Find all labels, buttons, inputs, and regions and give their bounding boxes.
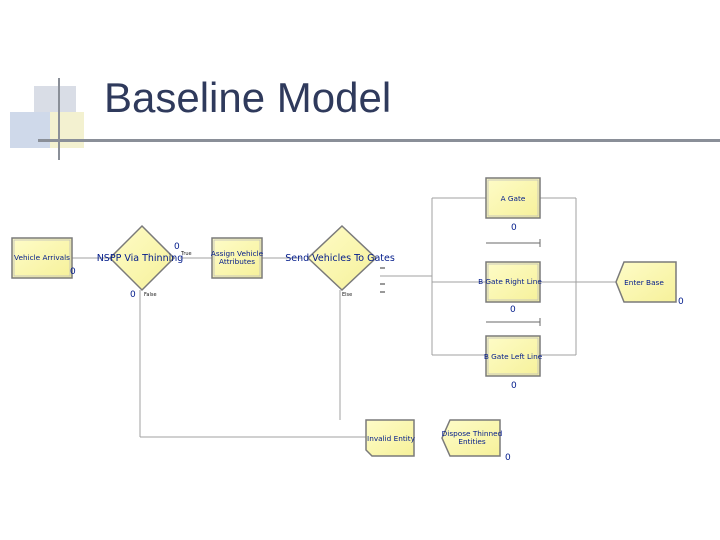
nspp-false-count: 0	[130, 290, 136, 300]
assign-attributes-module[interactable]: Assign Vehicle Attributes	[211, 237, 264, 279]
slide-decoration	[0, 0, 100, 160]
title-divider	[38, 139, 720, 142]
nspp-true-label: True	[180, 251, 192, 257]
send-else-label: Else	[342, 292, 352, 298]
invalid-entity-module[interactable]: Invalid Entity	[365, 419, 416, 457]
dispose-thinned-label-line1: Dispose Thinned	[442, 429, 503, 438]
b-gate-right-label: B Gate Right Line	[478, 277, 542, 286]
vehicle-arrivals-module[interactable]: Vehicle Arrivals	[11, 237, 73, 279]
a-gate-module[interactable]: A Gate	[485, 177, 541, 219]
invalid-entity-label: Invalid Entity	[367, 434, 416, 443]
b-gate-left-module[interactable]: B Gate Left Line	[484, 335, 543, 377]
enter-base-module[interactable]: Enter Base	[615, 261, 677, 303]
nspp-false-label: False	[144, 292, 157, 298]
nspp-label: NSPP Via Thinning	[97, 253, 184, 264]
dispose-thinned-label-line2: Entities	[458, 437, 486, 446]
send-vehicles-label: Send Vehicles To Gates	[285, 253, 395, 264]
b-gate-left-label: B Gate Left Line	[484, 352, 543, 361]
assign-label-line2: Attributes	[219, 257, 255, 266]
b-gate-right-count: 0	[510, 305, 516, 315]
enter-base-label: Enter Base	[624, 278, 664, 287]
b-gate-right-module[interactable]: B Gate Right Line	[478, 261, 542, 303]
slide-title: Baseline Model	[104, 74, 392, 121]
b-gate-left-count: 0	[511, 381, 517, 391]
nspp-true-count: 0	[174, 242, 180, 252]
send-vehicles-decision-module[interactable]: Send Vehicles To Gates	[285, 224, 395, 292]
vehicle-arrivals-label: Vehicle Arrivals	[14, 253, 70, 262]
vehicle-arrivals-count: 0	[70, 267, 76, 277]
a-gate-label: A Gate	[501, 194, 526, 203]
dispose-thinned-count: 0	[505, 453, 511, 463]
enter-base-count: 0	[678, 297, 684, 307]
a-gate-count: 0	[511, 223, 517, 233]
dispose-thinned-module[interactable]: Dispose Thinned Entities	[441, 419, 503, 457]
assign-label-line1: Assign Vehicle	[211, 249, 264, 258]
nspp-decision-module[interactable]: NSPP Via Thinning	[97, 224, 184, 292]
connector-lines	[70, 197, 616, 438]
